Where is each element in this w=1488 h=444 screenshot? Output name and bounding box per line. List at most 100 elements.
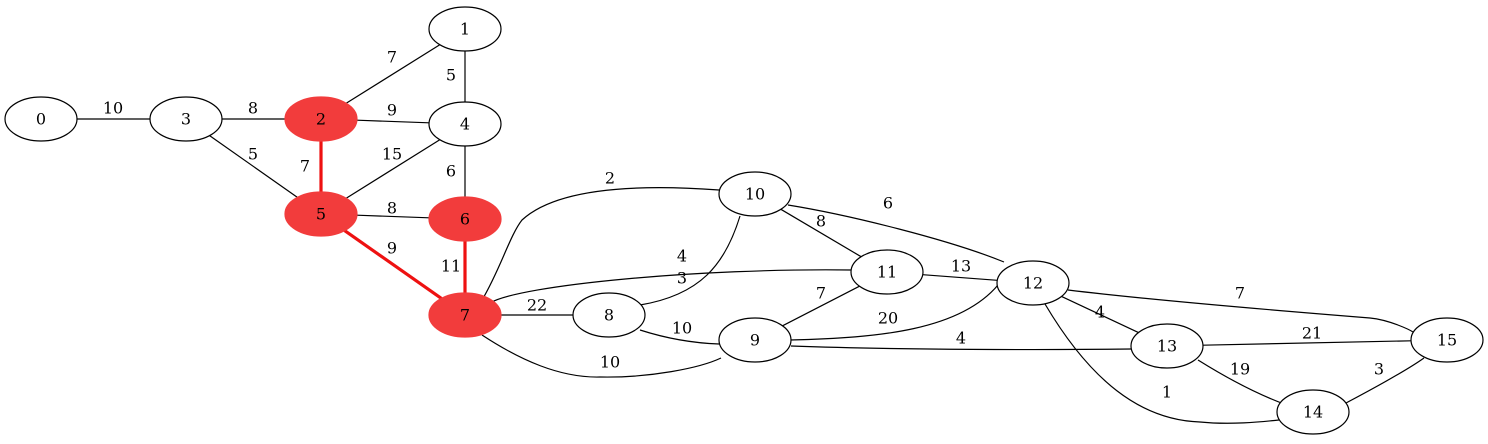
node-ellipse-14 bbox=[1276, 389, 1350, 435]
edge-11-12 bbox=[922, 274, 998, 281]
edge-13-15 bbox=[1202, 340, 1412, 346]
node-ellipse-15 bbox=[1410, 317, 1484, 363]
edge-12-15 bbox=[1067, 289, 1414, 333]
node-ellipse-9 bbox=[718, 317, 792, 363]
node-label-14: 14 bbox=[1303, 403, 1323, 422]
node-13: 13 bbox=[1130, 323, 1204, 369]
edge-weight-label-5-6: 8 bbox=[387, 199, 397, 218]
edge-weight-label-8-10: 3 bbox=[677, 269, 687, 288]
node-label-2: 2 bbox=[316, 110, 326, 129]
edge-13-14 bbox=[1197, 359, 1285, 405]
edge-9-11 bbox=[782, 285, 860, 327]
node-15: 15 bbox=[1410, 317, 1484, 363]
edge-weight-label-3-2: 8 bbox=[248, 99, 258, 118]
node-label-13: 13 bbox=[1157, 337, 1177, 356]
node-ellipse-6 bbox=[428, 196, 502, 242]
edge-weight-label-9-13: 4 bbox=[956, 329, 966, 348]
edge-12-14 bbox=[1044, 303, 1280, 424]
node-3: 3 bbox=[149, 96, 223, 142]
edge-9-12 bbox=[789, 284, 999, 341]
edge-weight-label-7-9: 10 bbox=[600, 353, 620, 372]
edge-weight-label-10-11: 8 bbox=[816, 212, 826, 231]
node-label-0: 0 bbox=[36, 110, 46, 129]
node-label-11: 11 bbox=[877, 263, 897, 282]
edge-weight-label-0-3: 10 bbox=[103, 99, 123, 118]
edge-7-9 bbox=[481, 334, 722, 378]
edge-7-10 bbox=[481, 187, 720, 301]
edge-weight-label-7-11: 4 bbox=[677, 247, 687, 266]
node-label-6: 6 bbox=[460, 210, 470, 229]
node-ellipse-4 bbox=[428, 101, 502, 147]
edge-14-15 bbox=[1345, 357, 1425, 404]
edge-weight-label-8-9: 10 bbox=[672, 319, 692, 338]
node-ellipse-0 bbox=[4, 96, 78, 142]
node-12: 12 bbox=[996, 260, 1070, 306]
edge-weight-label-12-13: 4 bbox=[1095, 303, 1105, 322]
edge-weight-label-13-14: 19 bbox=[1230, 360, 1250, 379]
node-ellipse-12 bbox=[996, 260, 1070, 306]
node-ellipse-5 bbox=[284, 191, 358, 237]
edge-weight-label-1-4: 5 bbox=[446, 66, 456, 85]
node-label-9: 9 bbox=[750, 331, 760, 350]
node-ellipse-1 bbox=[428, 6, 502, 52]
edge-8-10 bbox=[639, 215, 741, 306]
node-4: 4 bbox=[428, 101, 502, 147]
node-ellipse-3 bbox=[149, 96, 223, 142]
edge-weight-label-3-5: 5 bbox=[248, 145, 258, 164]
edge-5-7 bbox=[343, 229, 443, 300]
edge-10-11 bbox=[780, 208, 862, 258]
node-2: 2 bbox=[284, 96, 358, 142]
node-ellipse-10 bbox=[718, 171, 792, 217]
edge-weight-label-14-15: 3 bbox=[1374, 360, 1384, 379]
edge-weight-label-10-12: 6 bbox=[883, 194, 893, 213]
node-ellipse-13 bbox=[1130, 323, 1204, 369]
edge-weight-label-2-5: 7 bbox=[300, 157, 310, 176]
node-11: 11 bbox=[850, 249, 924, 295]
node-label-10: 10 bbox=[745, 185, 765, 204]
node-ellipse-7 bbox=[428, 292, 502, 338]
edge-weight-label-12-14: 1 bbox=[1162, 383, 1172, 402]
node-ellipse-11 bbox=[850, 249, 924, 295]
edge-weight-label-2-1: 7 bbox=[387, 48, 397, 67]
node-14: 14 bbox=[1276, 389, 1350, 435]
node-label-4: 4 bbox=[460, 115, 470, 134]
edge-weight-label-4-6: 6 bbox=[446, 162, 456, 181]
edge-5-6 bbox=[356, 214, 430, 219]
node-label-15: 15 bbox=[1437, 331, 1457, 350]
edges-layer bbox=[77, 44, 1425, 424]
node-6: 6 bbox=[428, 196, 502, 242]
edge-weight-label-13-15: 21 bbox=[1302, 324, 1322, 343]
node-label-1: 1 bbox=[460, 20, 470, 39]
node-0: 0 bbox=[4, 96, 78, 142]
node-1: 1 bbox=[428, 6, 502, 52]
edge-12-13 bbox=[1061, 295, 1139, 334]
edge-weight-label-5-7: 9 bbox=[387, 239, 397, 258]
edge-weight-label-6-7: 11 bbox=[441, 257, 461, 276]
edge-weight-label-7-8: 22 bbox=[527, 296, 547, 315]
edge-4-5 bbox=[345, 139, 441, 199]
edge-weight-label-7-10: 2 bbox=[605, 169, 615, 188]
edge-3-5 bbox=[209, 135, 298, 198]
edge-weight-label-4-5: 15 bbox=[382, 145, 402, 164]
node-10: 10 bbox=[718, 171, 792, 217]
edge-weight-label-9-12: 20 bbox=[878, 309, 898, 328]
edge-8-9 bbox=[639, 329, 720, 345]
node-label-3: 3 bbox=[181, 110, 191, 129]
node-7: 7 bbox=[428, 292, 502, 338]
edge-10-12 bbox=[787, 204, 1005, 263]
node-label-5: 5 bbox=[316, 205, 326, 224]
edge-7-11 bbox=[489, 269, 852, 304]
edge-weight-label-12-15: 7 bbox=[1235, 284, 1245, 303]
edge-9-13 bbox=[790, 345, 1132, 351]
edge-2-1 bbox=[345, 44, 441, 104]
edge-weight-label-9-11: 7 bbox=[816, 284, 826, 303]
node-ellipse-2 bbox=[284, 96, 358, 142]
node-label-8: 8 bbox=[604, 306, 614, 325]
edge-2-4 bbox=[356, 119, 430, 124]
node-ellipse-8 bbox=[572, 292, 646, 338]
node-9: 9 bbox=[718, 317, 792, 363]
node-label-7: 7 bbox=[460, 306, 470, 325]
